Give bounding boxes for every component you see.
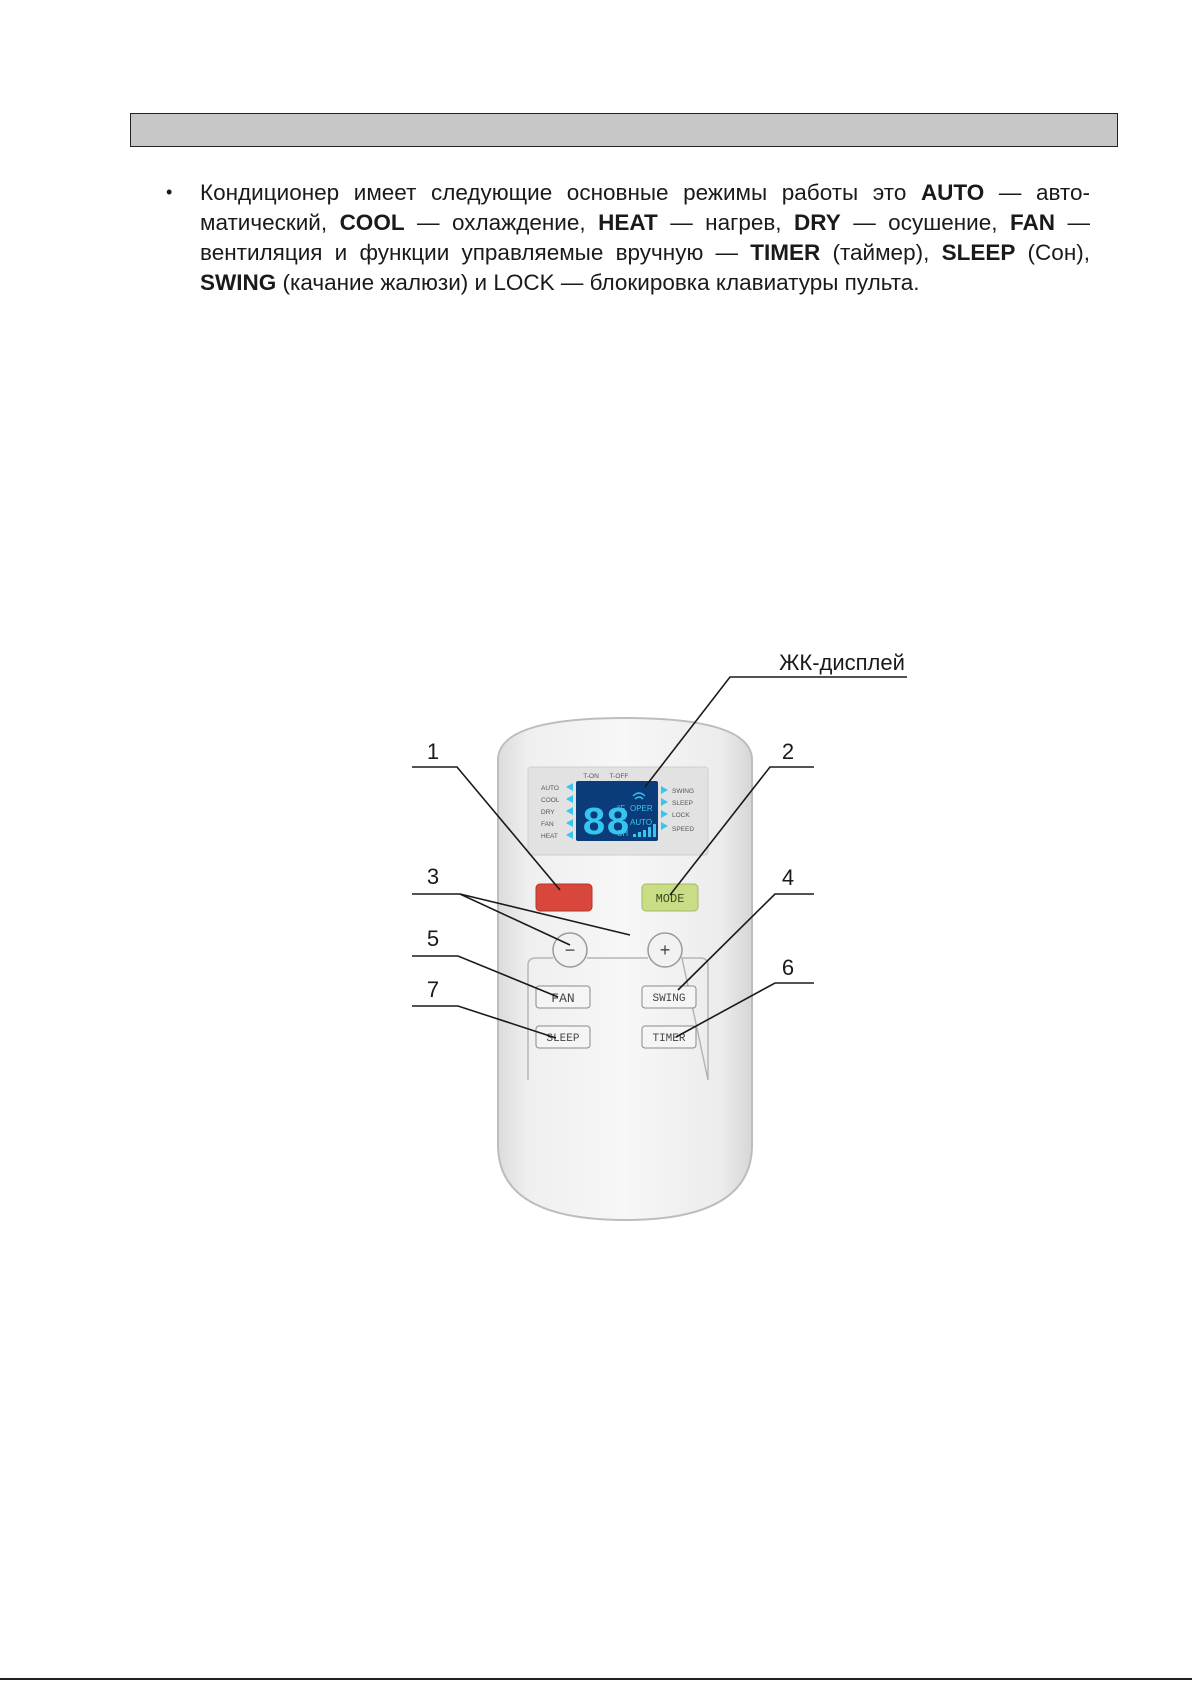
callout-line-5: [412, 955, 559, 998]
lcd-label-t-off: T-OFF: [610, 773, 629, 780]
speed-bar: [643, 830, 646, 837]
fan-button-label: FAN: [551, 991, 574, 1006]
right-indicator-icon: [661, 786, 668, 794]
left-indicator-icon: [566, 807, 573, 815]
lcd-mode-lock: LOCK: [672, 812, 690, 819]
lcd-unit-fahrenheit: °F: [617, 804, 625, 813]
paragraph-text: — авто-матический,: [200, 180, 1090, 235]
swing-button-label: SWING: [652, 993, 685, 1005]
lcd-screen: [576, 781, 658, 841]
callout-line-lcd: [644, 676, 907, 788]
right-indicator-icon: [661, 822, 668, 830]
right-indicator-icon: [661, 810, 668, 818]
section-header-bar: [130, 113, 1118, 147]
plus-icon: +: [660, 940, 671, 960]
callout-number-4: 4: [782, 865, 794, 890]
mode-fan-term: FAN: [1010, 210, 1055, 235]
lcd-mode-swing: SWING: [672, 788, 694, 795]
lcd-mode-sleep: SLEEP: [672, 800, 693, 807]
paragraph-text: (Сон),: [1015, 240, 1090, 265]
bullet-list: • Кондиционер имеет следующие основные р…: [160, 178, 1090, 298]
lcd-left-indicator-icons: [566, 783, 573, 839]
lcd-label-t-on: T-ON: [583, 773, 599, 780]
speed-bar: [638, 832, 641, 837]
mode-button[interactable]: [641, 883, 699, 912]
callout-number-2: 2: [782, 739, 794, 764]
bullet-marker: •: [166, 182, 173, 202]
lcd-left-mode-labels: AUTO COOL DRY FAN HEAT: [541, 785, 560, 840]
mode-auto-term: AUTO: [920, 180, 985, 205]
callout-numbers: 1 2 3 4 5 6 7 ЖК-дисплей: [427, 650, 905, 1002]
fan-button[interactable]: [535, 985, 591, 1009]
callout-number-6: 6: [782, 955, 794, 980]
temperature-up-button[interactable]: [647, 932, 683, 968]
mode-dry-term: DRY: [794, 210, 841, 235]
lcd-mode-cool: COOL: [541, 797, 560, 804]
callout-line-2: [669, 766, 814, 896]
callout-line-6: [675, 982, 814, 1038]
callout-leader-lines: [412, 676, 907, 1039]
speed-bar: [653, 824, 656, 837]
left-indicator-icon: [566, 819, 573, 827]
power-button[interactable]: [535, 883, 593, 912]
mode-heat-term: HEAT: [598, 210, 658, 235]
left-indicator-icon: [566, 795, 573, 803]
lcd-oper-label: OPER: [630, 804, 653, 813]
lcd-unit-hours: SH: [617, 829, 628, 838]
mode-cool-term: COOL: [339, 210, 405, 235]
paragraph-text: (таймер),: [820, 240, 942, 265]
lcd-mode-dry: DRY: [541, 809, 555, 816]
paragraph-text: — вентиляция и функции управляемые вручн…: [200, 210, 1090, 265]
lcd-mode-speed: SPEED: [672, 826, 694, 833]
lcd-unit-celsius: °C: [617, 817, 626, 826]
callout-line-4: [677, 893, 814, 991]
paragraph-text: — охлаждение,: [404, 210, 599, 235]
function-sleep-term: SLEEP: [941, 240, 1016, 265]
timer-button[interactable]: [641, 1025, 697, 1049]
signal-wave-icon: [632, 792, 646, 797]
lcd-mode-auto: AUTO: [541, 785, 559, 792]
left-indicator-icon: [566, 783, 573, 791]
signal-wave-icon: [634, 796, 644, 800]
lcd-fan-auto-label: AUTO: [630, 818, 652, 827]
function-swing-term: SWING: [200, 270, 277, 295]
sleep-button-label: SLEEP: [546, 1033, 579, 1045]
lcd-right-mode-labels: SWING SLEEP LOCK SPEED: [672, 788, 694, 833]
paragraph-text: (качание жалюзи) и LOCK — блокировка кла…: [276, 270, 920, 295]
page-bottom-rule: [0, 1678, 1192, 1680]
fan-speed-bars-icon: [633, 824, 656, 837]
callout-number-5: 5: [427, 926, 439, 951]
lcd-right-indicator-icons: [661, 786, 668, 830]
swing-button[interactable]: [641, 985, 697, 1009]
speed-bar: [648, 827, 651, 837]
left-indicator-icon: [566, 831, 573, 839]
paragraph-text: — осушение,: [840, 210, 1010, 235]
lcd-temperature-digits: 88: [582, 802, 630, 847]
paragraph-text: Кондиционер имеет следующие основные реж…: [200, 180, 921, 205]
mode-button-label: MODE: [656, 892, 685, 906]
lcd-callout-label: ЖК-дисплей: [779, 650, 905, 675]
callout-number-7: 7: [427, 977, 439, 1002]
sleep-button[interactable]: [535, 1025, 591, 1049]
lcd-mode-heat: HEAT: [541, 833, 558, 840]
callout-line-7: [412, 1005, 557, 1039]
function-buttons-group-outline: [527, 957, 709, 1081]
function-timer-term: TIMER: [750, 240, 821, 265]
callout-number-1: 1: [427, 739, 439, 764]
callout-line-3b: [459, 893, 631, 936]
speed-bar: [633, 834, 636, 837]
right-indicator-icon: [661, 798, 668, 806]
lcd-mode-fan: FAN: [541, 821, 554, 828]
paragraph-text: — нагрев,: [657, 210, 795, 235]
callout-number-3: 3: [427, 864, 439, 889]
modes-paragraph: Кондиционер имеет следующие основные реж…: [200, 178, 1090, 298]
callout-line-1: [412, 766, 561, 891]
minus-icon: −: [565, 940, 576, 960]
